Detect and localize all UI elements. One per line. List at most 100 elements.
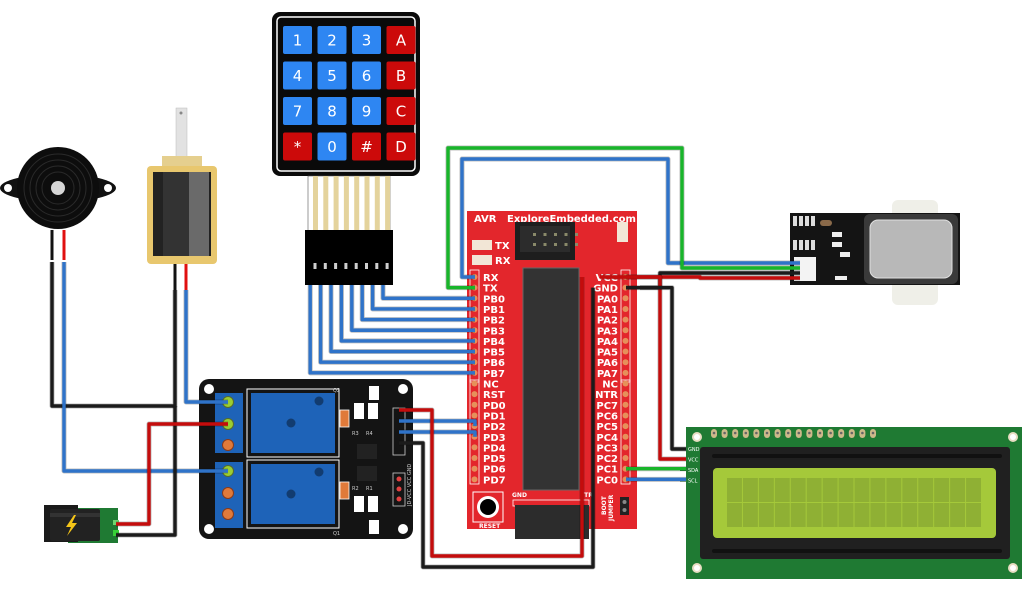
isp-pin: [533, 243, 536, 246]
key-cap[interactable]: [386, 26, 416, 54]
key-cap[interactable]: [317, 132, 347, 161]
mcu-pin[interactable]: [622, 380, 629, 387]
boot-jumper[interactable]: [620, 497, 629, 515]
wire-relay-gnd[interactable]: [399, 287, 595, 569]
mcu-left-pin-label: RX: [483, 273, 499, 284]
mcu-left-pin-label: PD4: [483, 443, 506, 454]
ftdi-header: [515, 505, 589, 539]
keypad-key[interactable]: *: [283, 132, 312, 161]
key-cap[interactable]: [386, 132, 416, 161]
key-label: 3: [362, 32, 372, 50]
terminal-screw[interactable]: [222, 508, 234, 520]
key-cap[interactable]: [317, 97, 347, 125]
wire-keypad-pb3[interactable]: [350, 285, 475, 332]
mcu-pin[interactable]: [622, 348, 629, 355]
wire-keypad-pb5[interactable]: [329, 285, 475, 354]
mcu-pin[interactable]: [622, 305, 629, 312]
keypad-key[interactable]: 5: [317, 61, 347, 90]
key-cap[interactable]: [386, 97, 416, 125]
key-label: A: [396, 32, 407, 50]
wire-relay-in2[interactable]: [399, 430, 477, 437]
wire-keypad-pb1[interactable]: [370, 285, 475, 311]
terminal-screw[interactable]: [222, 439, 234, 451]
mcu-pin[interactable]: [622, 369, 629, 376]
wire-power-gnd[interactable]: [116, 406, 177, 537]
keypad-key[interactable]: 1: [283, 26, 312, 54]
mcu-pin[interactable]: [471, 412, 478, 419]
keypad-key[interactable]: 6: [352, 61, 381, 90]
mcu-pin[interactable]: [622, 316, 629, 323]
wire-power-vcc[interactable]: [116, 422, 228, 526]
mcu-pin[interactable]: [622, 444, 629, 451]
key-cap[interactable]: [352, 97, 381, 125]
lcd-pin-label: SDA: [688, 468, 699, 474]
key-cap[interactable]: [283, 26, 312, 54]
wire-keypad-pb7[interactable]: [308, 285, 475, 375]
key-cap[interactable]: [352, 26, 381, 54]
keypad-key[interactable]: D: [386, 132, 416, 161]
mcu-pin[interactable]: [471, 380, 478, 387]
key-cap[interactable]: [283, 61, 312, 90]
key-cap[interactable]: [352, 132, 381, 161]
mcu-pin[interactable]: [471, 401, 478, 408]
isp-pin: [554, 233, 557, 236]
wire-keypad-pb0[interactable]: [381, 285, 475, 300]
keypad-key[interactable]: C: [386, 97, 416, 125]
mcu-pin[interactable]: [622, 423, 629, 430]
wire-rx[interactable]: [460, 157, 800, 279]
wire-relay-in1[interactable]: [399, 419, 477, 427]
mcu-pin[interactable]: [622, 401, 629, 408]
wire-tx[interactable]: [446, 146, 800, 290]
keypad-key[interactable]: 2: [317, 26, 347, 54]
key-cap[interactable]: [283, 97, 312, 125]
mcu-pin[interactable]: [622, 455, 629, 462]
wire-buzzer-gnd[interactable]: [50, 262, 177, 408]
wire-solenoid-relay[interactable]: [184, 290, 228, 404]
terminal-screw[interactable]: [222, 487, 234, 499]
keypad-key[interactable]: B: [386, 61, 416, 90]
board-brand-label: AVR: [474, 214, 497, 225]
ribbon-trace: [385, 176, 391, 230]
key-cap[interactable]: [386, 61, 416, 90]
mcu-right-pin-label: PC3: [596, 443, 618, 454]
key-cap[interactable]: [317, 26, 347, 54]
wire-relay-vcc[interactable]: [399, 277, 584, 558]
wire-vcc-sensor[interactable]: [626, 275, 800, 280]
mcu-right-pin-label: INTR: [591, 390, 618, 401]
key-cap[interactable]: [352, 61, 381, 90]
mcu-pin[interactable]: [471, 391, 478, 398]
keypad-key[interactable]: #: [352, 132, 381, 161]
keypad-key[interactable]: 4: [283, 61, 312, 90]
mcu-left-pin-label: PD3: [483, 433, 506, 444]
mcu-pin[interactable]: [622, 412, 629, 419]
relay-label-r3: R3: [352, 431, 359, 437]
mcu-pin[interactable]: [471, 455, 478, 462]
mcu-pin[interactable]: [471, 444, 478, 451]
mcu-pin[interactable]: [622, 359, 629, 366]
key-cap[interactable]: [317, 61, 347, 90]
keypad-key[interactable]: 0: [317, 132, 347, 161]
ribbon-trace: [323, 176, 329, 230]
keypad-key[interactable]: 9: [352, 97, 381, 125]
keypad-key[interactable]: 7: [283, 97, 312, 125]
key-cap[interactable]: [283, 132, 312, 161]
wire-gnd-lcd[interactable]: [640, 285, 686, 451]
mcu-pin[interactable]: [622, 433, 629, 440]
lcd-char-cell: [822, 478, 838, 502]
keypad-key[interactable]: 3: [352, 26, 381, 54]
tx-led: [472, 240, 492, 250]
mcu-pin[interactable]: [622, 295, 629, 302]
wire-keypad-pb2[interactable]: [360, 285, 475, 322]
keypad-key[interactable]: 8: [317, 97, 347, 125]
mcu-pin[interactable]: [622, 327, 629, 334]
mcu-pin[interactable]: [622, 337, 629, 344]
wire-keypad-pb4[interactable]: [339, 285, 475, 343]
mcu-pin[interactable]: [622, 391, 629, 398]
lcd-char-cell: [966, 503, 981, 527]
mcu-pin[interactable]: [471, 465, 478, 472]
mcu-pin[interactable]: [471, 476, 478, 483]
wire-keypad-pb6[interactable]: [318, 285, 475, 364]
wire-vcc-lcd[interactable]: [600, 275, 686, 461]
keypad-key[interactable]: A: [386, 26, 416, 54]
relay-jd-header: [392, 472, 406, 507]
